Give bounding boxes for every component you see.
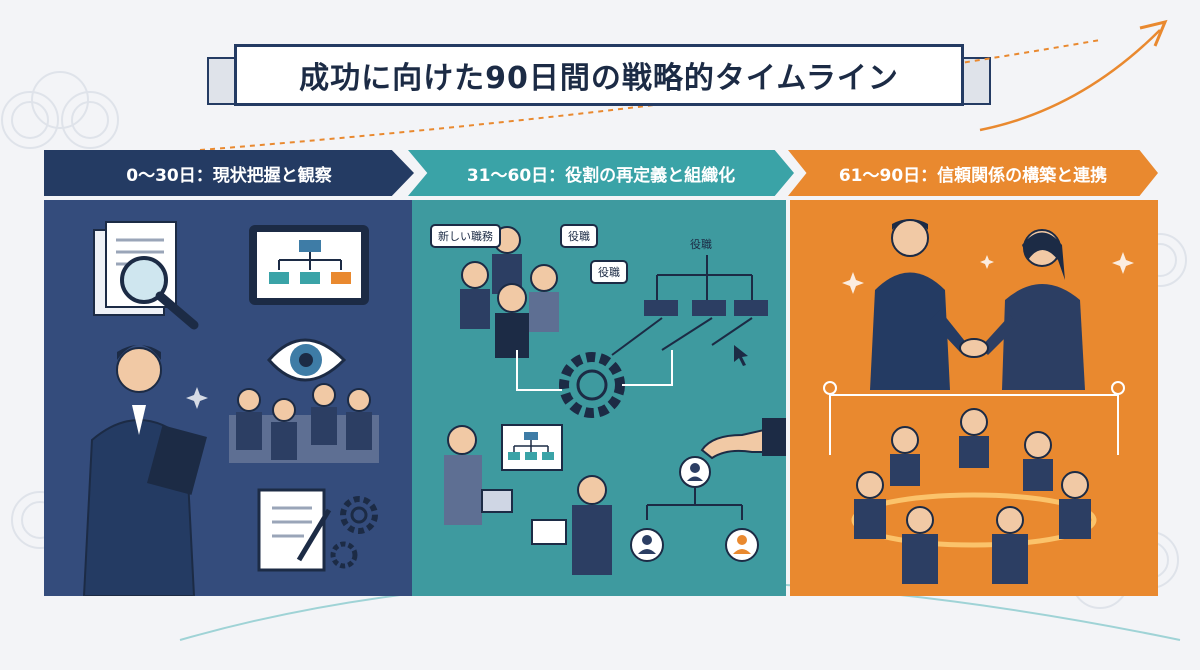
org-box-2 [692, 300, 726, 316]
phase-1-header: 0〜30日：現状把握と観察 [44, 150, 414, 196]
phase-3-header: 61〜90日：信頼関係の構築と連携 [788, 150, 1158, 196]
org-role-label: 役職 [690, 238, 712, 251]
handshake-illustration [870, 219, 1085, 390]
team-circle-illustration [851, 408, 1097, 584]
role-label-a: 役職 [560, 224, 598, 248]
org-box-1 [644, 300, 678, 316]
phase-1-label: 0〜30日：現状把握と観察 [126, 165, 332, 186]
team-meeting-illustration [229, 383, 379, 463]
phase-1-panel [44, 200, 412, 596]
document-search-icon [93, 221, 199, 330]
phase-2-label: 31〜60日：役割の再定義と組織化 [466, 165, 736, 186]
phase-3-panel [790, 200, 1158, 596]
hand-assign-role-illustration [630, 418, 786, 562]
phase-2-header: 31〜60日：役割の再定義と組織化 [408, 150, 794, 196]
phase-2-panel: 新しい職務 役職 役職 役職 [412, 200, 786, 596]
presentation-illustration [444, 424, 612, 575]
notebook-gear-icon [257, 488, 378, 572]
org-box-3 [734, 300, 768, 316]
role-label-b: 役職 [590, 260, 628, 284]
tablet-org-chart-icon [249, 225, 369, 305]
gear-icon [559, 352, 625, 418]
org-chart-diagram [611, 255, 753, 356]
phase-3-label: 61〜90日：信頼関係の構築と連携 [838, 165, 1108, 186]
team-group-illustration [460, 226, 559, 358]
cursor-icon [734, 345, 748, 366]
man-reading-notebook-illustration [82, 345, 207, 596]
new-role-label: 新しい職務 [430, 224, 501, 248]
eye-icon [267, 338, 347, 382]
title-banner: 成功に向けた90日間の戦略的タイムライン [207, 44, 991, 106]
page-title: 成功に向けた90日間の戦略的タイムライン [299, 61, 899, 96]
